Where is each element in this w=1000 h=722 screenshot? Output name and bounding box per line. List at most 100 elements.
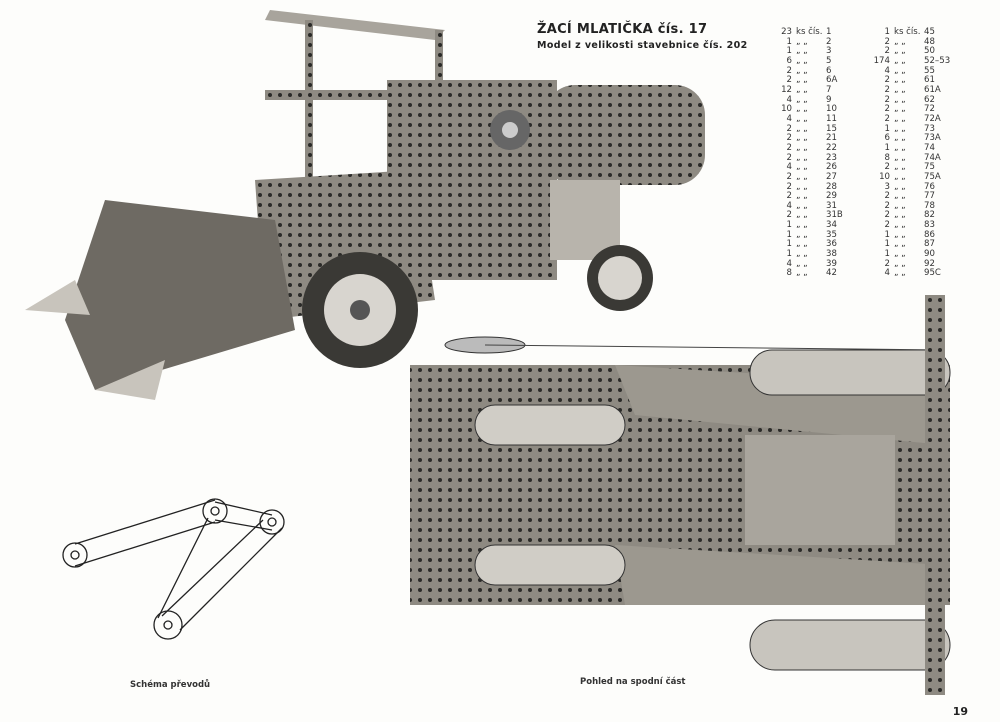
parts-list-row: 4„ „26 <box>770 163 856 173</box>
part-quantity: 4 <box>786 113 792 124</box>
parts-list-row: 2„ „62 <box>868 95 954 106</box>
part-quantity: 2 <box>786 171 792 182</box>
part-quantity: 10 <box>781 104 792 115</box>
part-number: 86 <box>924 229 935 240</box>
part-number: 82 <box>924 210 935 221</box>
part-unit: ks čís. <box>894 27 921 37</box>
parts-list-row: 2„ „21 <box>770 134 856 144</box>
part-number: 21 <box>826 133 837 144</box>
part-unit: „ „ <box>894 181 906 192</box>
model-title: ŽACÍ MLATIČKA čís. 17 <box>537 22 708 37</box>
parts-list-row: 2„ „78 <box>868 200 954 212</box>
part-number: 48 <box>924 36 935 47</box>
part-number: 92 <box>924 258 935 269</box>
part-unit: „ „ <box>796 65 808 76</box>
part-unit: „ „ <box>894 65 906 76</box>
parts-list-row: 2„ „82 <box>868 211 954 221</box>
part-quantity: 6 <box>884 133 890 144</box>
part-number: 72 <box>924 104 935 115</box>
parts-list-row: 1„ „36 <box>770 240 856 250</box>
part-number: 3 <box>826 46 832 57</box>
part-quantity: 4 <box>786 94 792 105</box>
part-unit: „ „ <box>796 94 808 105</box>
parts-list-row: 1„ „38 <box>770 249 856 260</box>
part-quantity: 2 <box>884 46 890 57</box>
part-number: 55 <box>924 65 935 76</box>
parts-list-row: 4 „ „ 55 <box>868 65 954 77</box>
parts-list-row: 2„ „22 <box>770 143 856 154</box>
part-number: 61A <box>924 84 941 95</box>
part-quantity: 2 <box>884 84 890 95</box>
parts-list-row: 4„ „39 <box>770 258 856 270</box>
part-number: 39 <box>826 258 837 269</box>
parts-list-row: 6„ „73A <box>868 134 954 144</box>
part-number: 75 <box>924 162 935 173</box>
part-quantity: 4 <box>786 162 792 173</box>
part-unit: „ „ <box>894 75 906 86</box>
part-unit: „ „ <box>894 220 906 231</box>
part-number: 31 <box>826 200 837 211</box>
part-quantity: 1 <box>884 142 890 153</box>
part-quantity: 2 <box>786 191 792 202</box>
part-number: 10 <box>826 104 837 115</box>
part-unit: „ „ <box>796 113 808 124</box>
part-unit: „ „ <box>894 104 906 115</box>
part-unit: „ „ <box>894 123 906 134</box>
part-quantity: 2 <box>786 210 792 221</box>
part-number: 29 <box>826 191 837 202</box>
part-number: 11 <box>826 113 837 124</box>
part-quantity: 8 <box>786 268 792 279</box>
part-number: 76 <box>924 181 935 192</box>
part-quantity: 1 <box>884 27 890 37</box>
part-unit: „ „ <box>894 152 906 163</box>
part-quantity: 6 <box>786 55 792 66</box>
part-number: 72A <box>924 113 941 124</box>
part-number: 90 <box>924 249 935 260</box>
part-quantity: 2 <box>884 104 890 115</box>
part-quantity: 4 <box>884 65 890 76</box>
parts-list-row: 2„ „15 <box>770 123 856 135</box>
part-quantity: 1 <box>884 123 890 134</box>
part-unit: „ „ <box>894 200 906 211</box>
part-number: 27 <box>826 171 837 182</box>
part-unit: „ „ <box>796 249 808 260</box>
part-unit: „ „ <box>796 123 808 134</box>
part-quantity: 2 <box>884 191 890 202</box>
part-unit: „ „ <box>796 220 808 231</box>
part-quantity: 12 <box>781 84 792 95</box>
part-unit: „ „ <box>894 191 906 202</box>
parts-list-row: 2„ „27 <box>770 171 856 183</box>
part-unit: „ „ <box>796 46 808 57</box>
part-number: 9 <box>826 94 832 105</box>
part-unit: „ „ <box>796 258 808 269</box>
part-number: 61 <box>924 75 935 86</box>
part-number: 38 <box>826 249 837 260</box>
part-quantity: 2 <box>884 162 890 173</box>
part-unit: „ „ <box>796 152 808 163</box>
part-quantity: 2 <box>884 75 890 86</box>
parts-list-row: 1„ „34 <box>770 220 856 231</box>
belt-drive-schematic <box>62 498 285 640</box>
parts-list-row: 2„ „72A <box>868 113 954 125</box>
part-quantity: 2 <box>884 200 890 211</box>
parts-list-row: 2„ „75 <box>868 163 954 173</box>
part-quantity: 1 <box>884 229 890 240</box>
part-quantity: 2 <box>786 65 792 76</box>
parts-list-row: 174„ „52–53 <box>868 55 954 67</box>
parts-list-row: 1„ „73 <box>868 123 954 135</box>
part-quantity: 2 <box>884 258 890 269</box>
parts-list-row: 2„ „31B <box>770 211 856 221</box>
part-unit: „ „ <box>796 55 808 66</box>
part-quantity: 2 <box>884 220 890 231</box>
part-number: 87 <box>924 239 935 250</box>
part-quantity: 1 <box>786 229 792 240</box>
part-quantity: 2 <box>884 113 890 124</box>
parts-list-row: 3„ „76 <box>868 181 954 193</box>
page-number: 19 <box>952 705 968 718</box>
parts-list-row: 4„ „31 <box>770 200 856 212</box>
part-quantity: 4 <box>884 268 890 279</box>
part-number: 52–53 <box>924 55 951 66</box>
parts-list-row: 1„ „86 <box>868 229 954 241</box>
